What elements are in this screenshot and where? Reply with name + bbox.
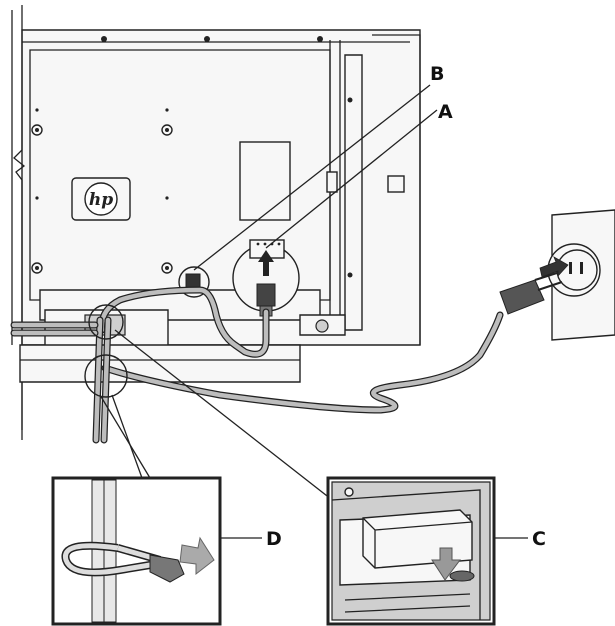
power-input-a	[232, 239, 300, 317]
vesa-screws	[31, 97, 353, 278]
tv-stand	[19, 289, 346, 440]
cables	[10, 286, 504, 444]
up-arrow-icon	[258, 250, 274, 276]
hp-logo: hp	[71, 177, 131, 221]
label-plate	[239, 141, 291, 221]
hp-logo-text: hp	[89, 190, 113, 210]
clip-arrow-icon	[431, 547, 461, 581]
magnifier-circles	[84, 304, 128, 398]
leader-lines	[99, 84, 528, 539]
detail-d-cable-tie	[51, 476, 222, 626]
label-b: B	[430, 63, 444, 85]
label-a: A	[438, 101, 453, 123]
detail-c-cable-clip	[326, 476, 496, 626]
tv-back-panel: hp	[11, 5, 421, 430]
wall-outlet	[499, 209, 615, 341]
top-screws	[101, 36, 323, 42]
label-d: D	[266, 528, 282, 550]
right-arrow-icon	[539, 256, 569, 278]
pull-arrow-icon	[179, 536, 215, 576]
label-c: C	[532, 528, 546, 550]
